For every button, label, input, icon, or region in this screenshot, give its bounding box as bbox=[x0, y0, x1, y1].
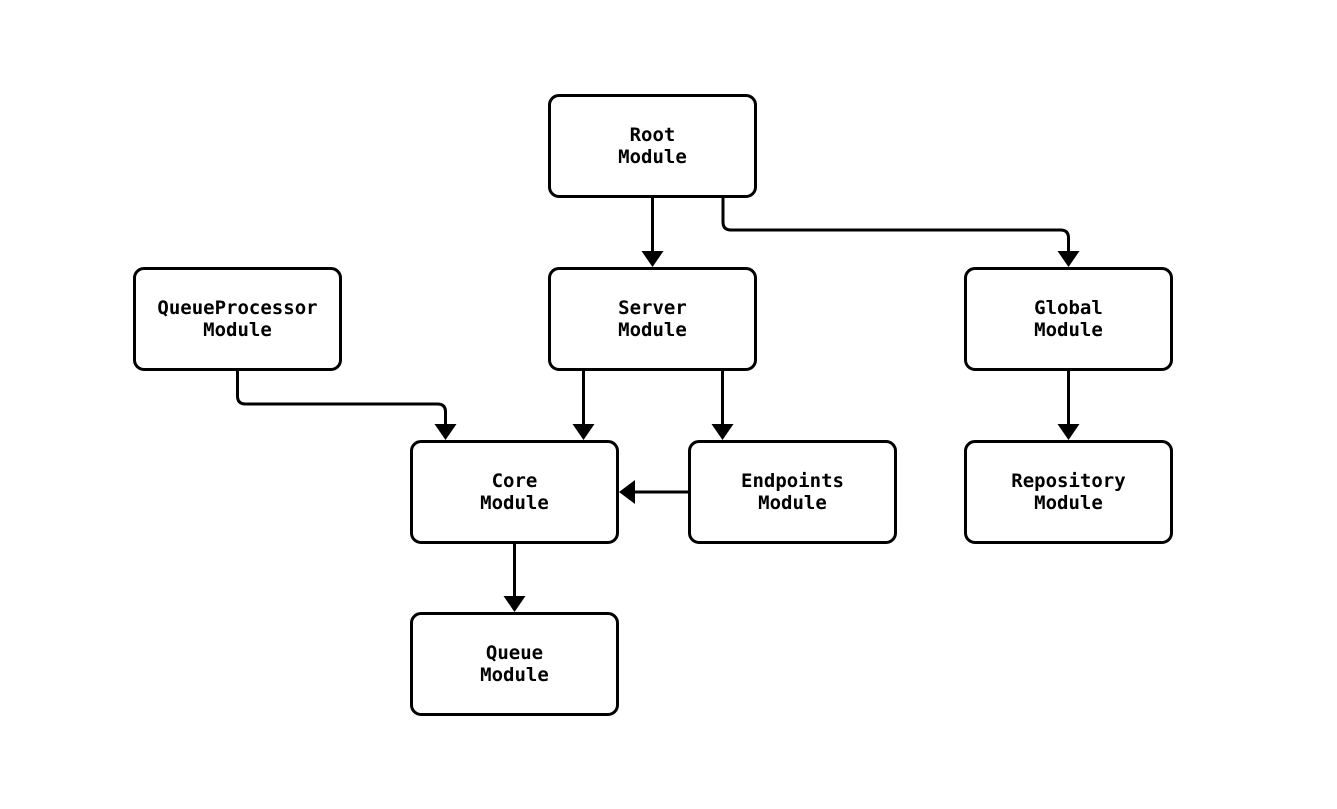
edge-endpoints-to-core bbox=[619, 480, 688, 504]
node-label-line: Module bbox=[618, 146, 687, 168]
arrowhead-icon bbox=[434, 424, 457, 440]
node-label-line: Module bbox=[618, 319, 687, 341]
node-label-line: Module bbox=[203, 319, 272, 341]
node-label-line: Queue bbox=[485, 642, 544, 664]
node-label-line: Module bbox=[1034, 492, 1103, 514]
node-label-line: Global bbox=[1034, 297, 1103, 319]
edge-server-to-core bbox=[572, 371, 595, 440]
node-label-line: Repository bbox=[1011, 470, 1126, 492]
node-label-line: Module bbox=[758, 492, 827, 514]
edge-root-to-global bbox=[721, 198, 1080, 267]
node-label-line: Module bbox=[480, 664, 549, 686]
arrowhead-icon bbox=[503, 596, 526, 612]
edge-server-to-endpoints bbox=[711, 371, 734, 440]
edge-root-to-server bbox=[641, 198, 664, 267]
arrowhead-icon bbox=[572, 424, 595, 440]
node-label-line: Core bbox=[491, 470, 538, 492]
arrowhead-icon bbox=[1057, 424, 1080, 440]
arrowhead-icon bbox=[619, 480, 635, 504]
arrowhead-icon bbox=[1057, 251, 1080, 267]
edge-global-to-repository bbox=[1057, 371, 1080, 440]
node-label-line: Module bbox=[480, 492, 549, 514]
node-label-line: Root bbox=[629, 124, 676, 146]
node-label-line: QueueProcessor bbox=[157, 297, 318, 319]
edge-core-to-queue bbox=[503, 544, 526, 612]
edge-queueprocessor-to-core bbox=[236, 371, 457, 440]
node-label-line: Module bbox=[1034, 319, 1103, 341]
node-label-line: Server bbox=[618, 297, 687, 319]
node-label-line: Endpoints bbox=[741, 470, 844, 492]
arrowhead-icon bbox=[711, 424, 734, 440]
arrowhead-icon bbox=[641, 251, 664, 267]
